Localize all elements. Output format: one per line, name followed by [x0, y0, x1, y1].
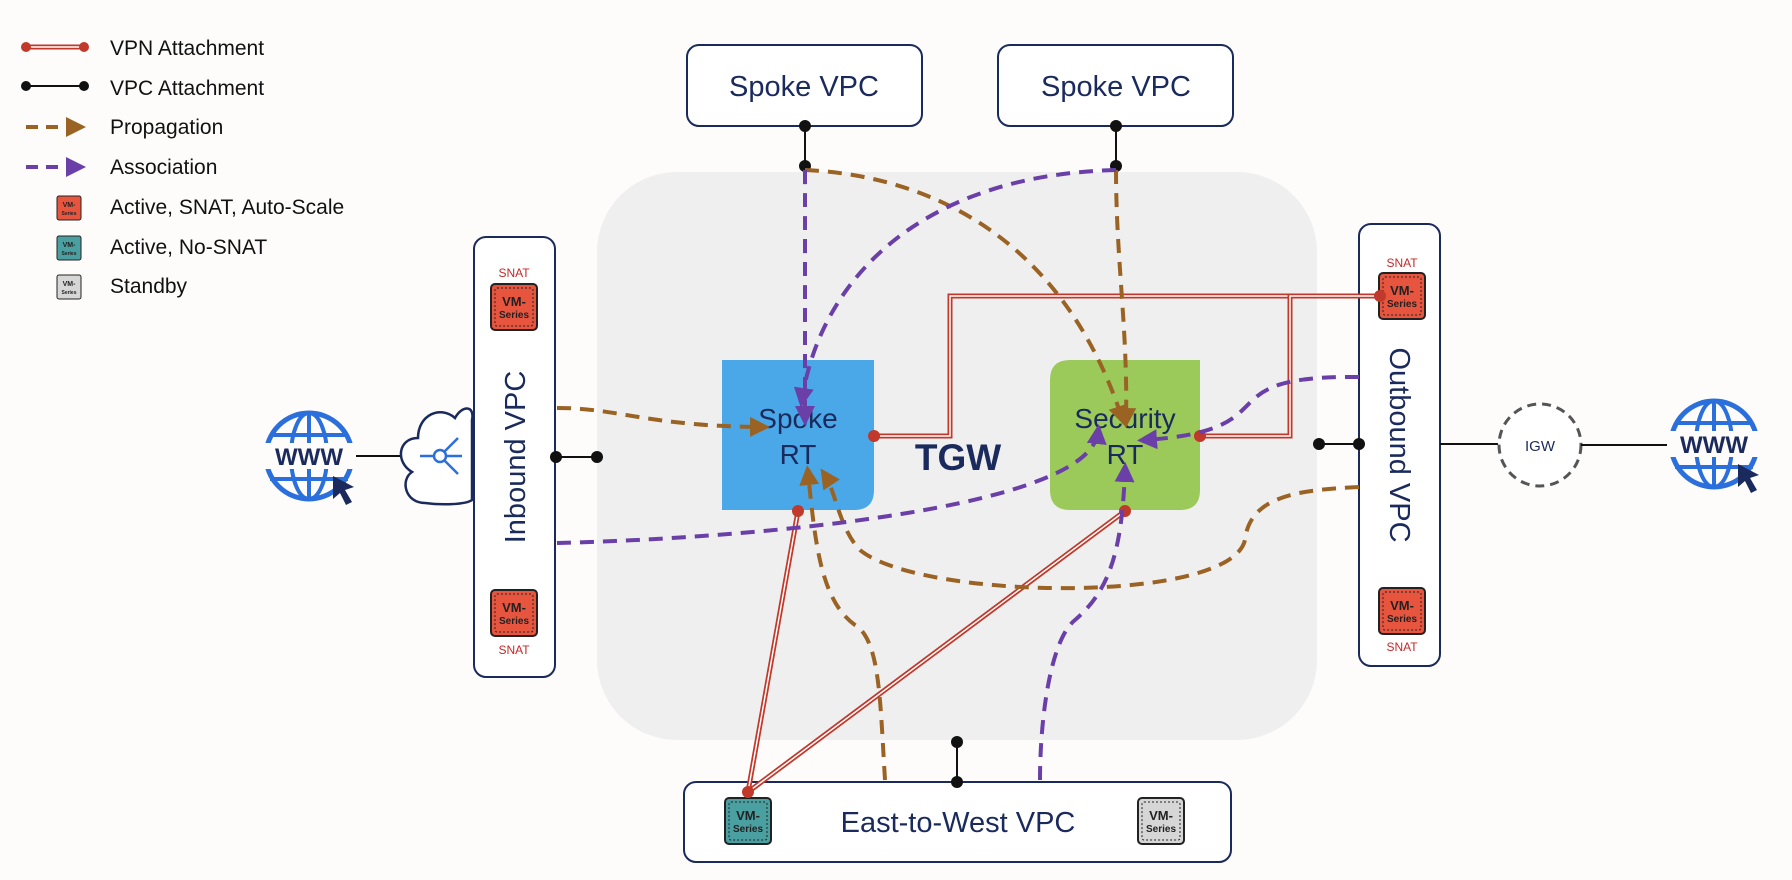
internet-right: WWW	[1667, 398, 1761, 493]
svg-text:Spoke VPC: Spoke VPC	[1041, 71, 1191, 103]
svg-text:SNAT: SNAT	[498, 643, 530, 657]
svg-text:Series: Series	[499, 616, 529, 627]
cloud-load-balancer-icon	[399, 407, 474, 506]
vpn-endpoints	[742, 290, 1386, 798]
svg-text:RT: RT	[1107, 439, 1144, 470]
vm-series-outbound-top: VM- Series	[1378, 272, 1426, 320]
svg-text:WWW: WWW	[1680, 432, 1748, 459]
svg-text:Series: Series	[1146, 824, 1176, 835]
svg-text:VPC Attachment: VPC Attachment	[110, 77, 264, 100]
tgw-area	[597, 172, 1317, 740]
east-west-vpc: East-to-West VPC VM- Series VM- Series	[683, 781, 1232, 863]
svg-text:Active, No-SNAT: Active, No-SNAT	[110, 236, 267, 259]
svg-text:East-to-West VPC: East-to-West VPC	[841, 807, 1076, 839]
svg-text:VM-: VM-	[63, 202, 77, 209]
legend-vpn-attachment: VPN Attachment	[21, 37, 264, 60]
outbound-vpc: Outbound VPC SNAT VM- Series VM- Series …	[1358, 223, 1441, 667]
svg-text:Series: Series	[1387, 299, 1417, 310]
svg-text:Active, SNAT, Auto-Scale: Active, SNAT, Auto-Scale	[110, 196, 344, 219]
vm-series-east-west-active: VM- Series	[724, 797, 772, 845]
svg-text:VPN Attachment: VPN Attachment	[110, 37, 264, 60]
legend-active-nosnat: VM- Series Active, No-SNAT	[56, 235, 267, 261]
svg-text:Spoke: Spoke	[758, 403, 837, 434]
svg-text:Series: Series	[499, 310, 529, 321]
svg-text:VM-: VM-	[1149, 808, 1173, 823]
svg-text:Association: Association	[110, 156, 217, 179]
svg-text:IGW: IGW	[1525, 438, 1556, 455]
svg-text:WWW: WWW	[275, 444, 343, 471]
legend-vpc-attachment: VPC Attachment	[21, 77, 264, 100]
svg-text:Inbound VPC: Inbound VPC	[500, 371, 532, 544]
propagation-paths	[556, 168, 1360, 781]
internet-left: WWW	[262, 410, 356, 505]
svg-text:VM-: VM-	[502, 294, 526, 309]
svg-text:Series: Series	[61, 251, 76, 257]
svg-text:SNAT: SNAT	[1386, 640, 1418, 654]
svg-text:Outbound VPC: Outbound VPC	[1383, 347, 1415, 542]
vpc-attachment-outbound	[1313, 438, 1365, 450]
igw: IGW	[1497, 402, 1583, 488]
vm-series-inbound-bottom: VM- Series	[490, 589, 538, 637]
tgw-label: TGW	[915, 437, 1001, 478]
www-globe-icon: WWW	[262, 410, 356, 505]
vm-series-outbound-bottom: VM- Series	[1378, 587, 1426, 635]
vpc-attachment-spoke-1	[799, 120, 811, 172]
spoke-vpc-1: Spoke VPC	[686, 44, 923, 127]
association-paths	[556, 168, 1360, 781]
svg-text:RT: RT	[780, 439, 817, 470]
inbound-vpc: Inbound VPC SNAT VM- Series VM- Series S…	[473, 236, 556, 678]
spoke-vpc-2: Spoke VPC	[997, 44, 1234, 127]
svg-text:VM-: VM-	[63, 242, 77, 249]
svg-text:Spoke VPC: Spoke VPC	[729, 71, 879, 103]
vpc-attachment-spoke-2	[1110, 120, 1122, 172]
svg-text:Propagation: Propagation	[110, 116, 223, 139]
svg-text:Series: Series	[61, 290, 76, 296]
svg-text:SNAT: SNAT	[1386, 256, 1418, 270]
svg-text:VM-: VM-	[1390, 283, 1414, 298]
vpc-attachment-east-west	[951, 736, 963, 788]
svg-text:VM-: VM-	[736, 808, 760, 823]
svg-text:VM-: VM-	[1390, 598, 1414, 613]
legend-standby: VM- Series Standby	[56, 274, 188, 300]
legend-active-snat: VM- Series Active, SNAT, Auto-Scale	[56, 195, 344, 221]
svg-text:VM-: VM-	[63, 281, 77, 288]
svg-text:Series: Series	[61, 211, 76, 217]
svg-text:VM-: VM-	[502, 600, 526, 615]
legend-propagation: Propagation	[26, 116, 223, 139]
vpc-attachment-inbound	[550, 451, 603, 463]
svg-text:Series: Series	[1387, 614, 1417, 625]
svg-text:Series: Series	[733, 824, 763, 835]
svg-text:SNAT: SNAT	[498, 266, 530, 280]
legend: VPN Attachment VPC Attachment Propagatio…	[21, 37, 344, 300]
legend-association: Association	[26, 156, 217, 179]
vm-series-inbound-top: VM- Series	[490, 283, 538, 331]
spoke-rt: Spoke RT	[722, 360, 874, 510]
www-globe-icon: WWW	[1667, 398, 1761, 493]
vpn-attachments	[745, 293, 1380, 795]
svg-text:Standby: Standby	[110, 275, 188, 298]
vm-series-east-west-standby: VM- Series	[1137, 797, 1185, 845]
